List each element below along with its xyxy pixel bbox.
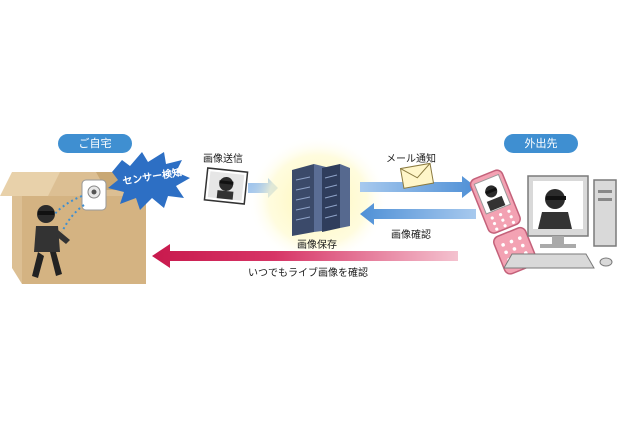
burglar-figure [32, 205, 70, 278]
computer-icon [503, 175, 617, 269]
server-icon [292, 164, 350, 236]
image-save-label: 画像保存 [297, 240, 337, 251]
image-check-label: 画像確認 [391, 230, 431, 241]
envelope-icon [399, 162, 435, 189]
live-check-label: いつでもライブ画像を確認 [248, 268, 368, 279]
mail-notify-label: メール通知 [386, 154, 436, 165]
mail-notify-arrow [360, 176, 476, 198]
home-label: ご自宅 [58, 134, 132, 153]
image-check-arrow [360, 203, 476, 225]
sent-photo-icon [203, 167, 249, 205]
image-send-label: 画像送信 [203, 154, 243, 165]
sensor-burst [108, 152, 190, 210]
sensor-device-icon [81, 179, 107, 211]
live-check-arrow [152, 244, 458, 268]
away-label: 外出先 [504, 134, 578, 153]
sensor-beam [49, 195, 83, 221]
